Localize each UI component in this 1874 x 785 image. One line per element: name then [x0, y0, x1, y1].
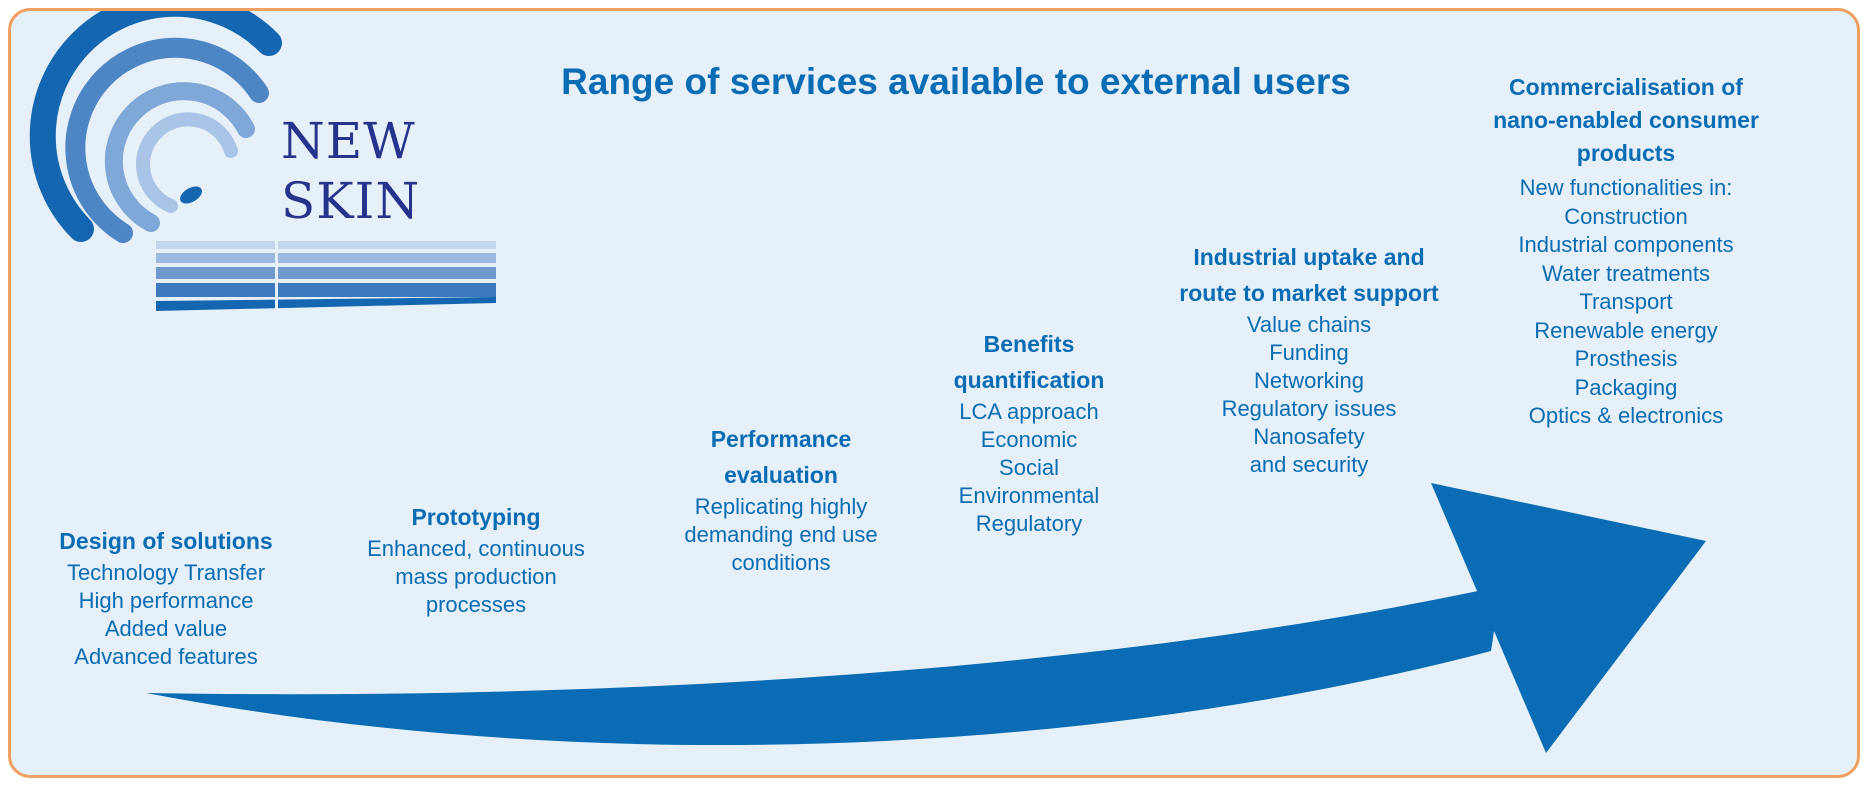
stage-item: Replicating highly [694, 494, 868, 519]
stage-items: New functionalities in: Construction Ind… [1456, 174, 1796, 431]
stage-item: Added value [104, 616, 228, 641]
stage-item: processes [425, 592, 527, 617]
stage-item: New functionalities in: [1519, 175, 1733, 200]
stage-item: Value chains [1246, 312, 1372, 337]
page-title: Range of services available to external … [561, 61, 1351, 102]
stage-items: Value chains Funding Networking Regulato… [1149, 311, 1469, 479]
stage-heading-line: products [1576, 140, 1676, 166]
diagram-graphics [29, 11, 1706, 753]
stage-item: High performance [78, 588, 254, 613]
stage-item: Industrial components [1518, 232, 1734, 257]
stage-item: demanding end use [684, 522, 878, 547]
stage-heading-line: Industrial uptake and [1193, 244, 1425, 270]
stage-performance-evaluation: Performance evaluation Replicating highl… [646, 421, 916, 577]
stage-heading-line: evaluation [724, 462, 838, 488]
stage-item: Water treatments [1542, 260, 1710, 286]
logo-line-2: SKIN [281, 172, 421, 230]
stage-item: Regulatory [975, 511, 1083, 536]
stage-item: Transport [1579, 289, 1673, 314]
stage-item: Environmental [958, 483, 1100, 508]
diagram-frame: Range of services available to external … [8, 8, 1860, 778]
stage-heading-line: route to market support [1179, 280, 1439, 306]
stage-item: Construction [1564, 203, 1688, 229]
logo-wordmark: NEW SKIN [281, 111, 420, 231]
stage-prototyping: Prototyping Enhanced, continuous mass pr… [341, 499, 611, 619]
stage-item: Enhanced, continuous [367, 536, 585, 561]
stage-item: Social [999, 455, 1059, 480]
stage-items: Replicating highly demanding end use con… [646, 493, 916, 577]
progress-arrow-icon [146, 483, 1706, 753]
stage-design-of-solutions: Design of solutions Technology Transfer … [31, 523, 301, 671]
stage-heading: Design of solutions [31, 523, 301, 559]
stage-heading: Industrial uptake and route to market su… [1149, 239, 1469, 311]
stage-heading: Benefits quantification [909, 326, 1149, 398]
stage-item: conditions [731, 550, 831, 575]
stage-item: Renewable energy [1534, 317, 1718, 343]
stage-commercialisation: Commercialisation of nano-enabled consum… [1456, 71, 1796, 431]
stage-heading-line: quantification [953, 367, 1105, 393]
stage-item: Networking [1253, 368, 1365, 393]
stage-item: Prosthesis [1574, 346, 1678, 371]
stage-item: Economic [980, 427, 1078, 452]
stage-item: Optics & electronics [1528, 403, 1724, 428]
stage-benefits-quantification: Benefits quantification LCA approach Eco… [909, 326, 1149, 538]
stage-heading-line: Commercialisation of [1509, 74, 1743, 100]
stage-item: Advanced features [74, 644, 258, 669]
stage-item: Funding [1269, 340, 1349, 365]
stage-items: LCA approach Economic Social Environment… [909, 398, 1149, 538]
stage-industrial-uptake: Industrial uptake and route to market su… [1149, 239, 1469, 479]
stage-items: Enhanced, continuous mass production pro… [341, 535, 611, 619]
stage-heading: Commercialisation of nano-enabled consum… [1456, 71, 1796, 170]
stage-heading-line: nano-enabled consumer [1493, 107, 1759, 133]
stage-item: LCA approach [959, 399, 1099, 424]
stage-heading: Performance evaluation [646, 421, 916, 493]
stage-heading-line: Design of solutions [59, 528, 273, 554]
logo-layers-icon [156, 241, 496, 313]
stage-item: Regulatory issues [1221, 396, 1397, 421]
stage-heading-line: Benefits [983, 331, 1075, 357]
stage-item: Technology Transfer [66, 560, 266, 585]
stage-heading: Prototyping [341, 499, 611, 535]
stage-items: Technology Transfer High performance Add… [31, 559, 301, 671]
stage-heading-line: Prototyping [411, 504, 541, 530]
stage-heading-line: Performance [710, 426, 852, 452]
stage-item: and security [1249, 452, 1369, 477]
logo-line-1: NEW [281, 112, 416, 170]
logo-icon [29, 11, 282, 243]
stage-item: Nanosafety [1253, 424, 1365, 449]
stage-item: Packaging [1574, 374, 1678, 400]
stage-item: mass production [395, 564, 557, 589]
